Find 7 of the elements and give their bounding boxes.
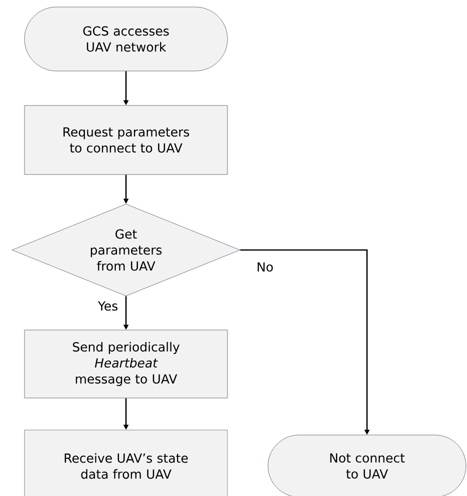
process-box: Send periodically Heartbeat message to UAV [24,330,228,398]
terminal-box: GCS accesses UAV network [24,6,228,72]
edge-label: No [256,261,274,273]
terminal-box: Not connect to UAV [268,434,466,496]
edge-label: Yes [96,300,120,312]
process-box: Receive UAV’s state data from UAV [24,430,228,496]
process-box: Request parameters to connect to UAV [24,105,228,175]
